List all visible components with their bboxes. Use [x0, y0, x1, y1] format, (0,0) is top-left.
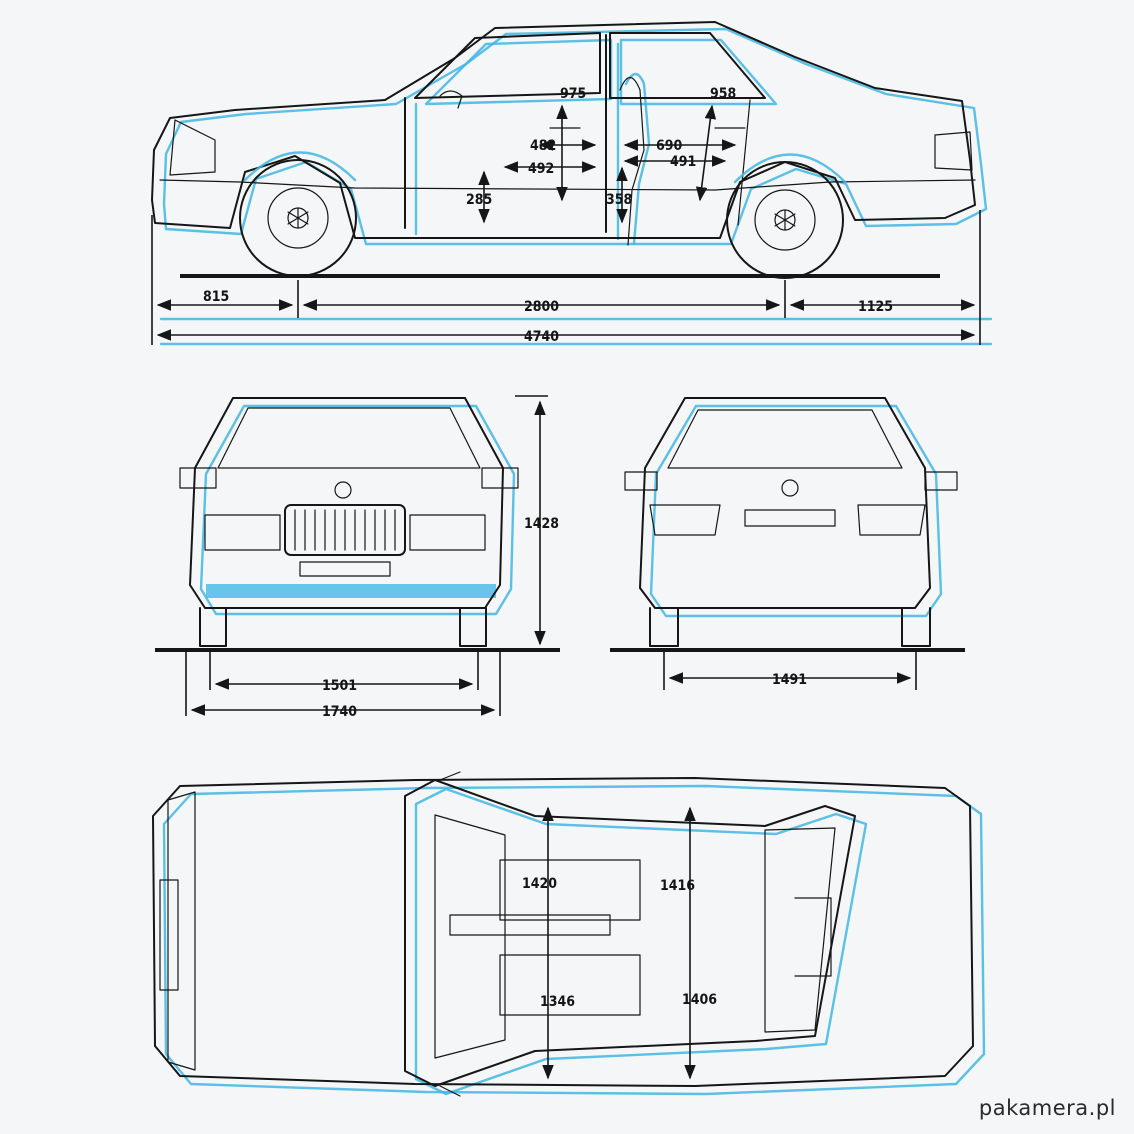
front-track-label: 1501 — [322, 678, 357, 694]
front-legroom-label: 492 — [528, 161, 554, 177]
rear-headroom-label: 958 — [710, 86, 736, 102]
rear-view: 1491 — [610, 397, 965, 690]
wheelbase-label: 2800 — [524, 299, 559, 315]
rear-seat-depth-label: 690 — [656, 138, 683, 154]
overall-length-label: 4740 — [524, 329, 559, 345]
rear-seat-height-label: 358 — [606, 192, 632, 208]
rear-shoulder-width-label: 1416 — [660, 878, 695, 894]
top-view: 1420 1416 1346 1406 — [152, 771, 986, 1097]
side-view: 815 2800 1125 4740 975 958 482 690 492 4… — [151, 21, 993, 346]
front-overhang-label: 815 — [203, 289, 229, 305]
front-view: 1428 1501 1740 — [155, 395, 560, 720]
front-seat-height-label: 285 — [466, 192, 492, 208]
front-hip-width-label: 1346 — [540, 994, 575, 1010]
rear-overhang-label: 1125 — [858, 299, 893, 315]
width-label: 1740 — [322, 704, 357, 720]
rear-hip-width-label: 1406 — [682, 992, 717, 1008]
front-headroom-label: 975 — [560, 86, 586, 102]
rear-track-label: 1491 — [772, 672, 807, 688]
height-label: 1428 — [524, 516, 559, 532]
front-seat-depth-label: 482 — [530, 138, 556, 154]
watermark-text: pakamera.pl — [978, 1096, 1116, 1120]
rear-legroom-label: 491 — [670, 154, 696, 170]
front-shoulder-width-label: 1420 — [522, 876, 557, 892]
